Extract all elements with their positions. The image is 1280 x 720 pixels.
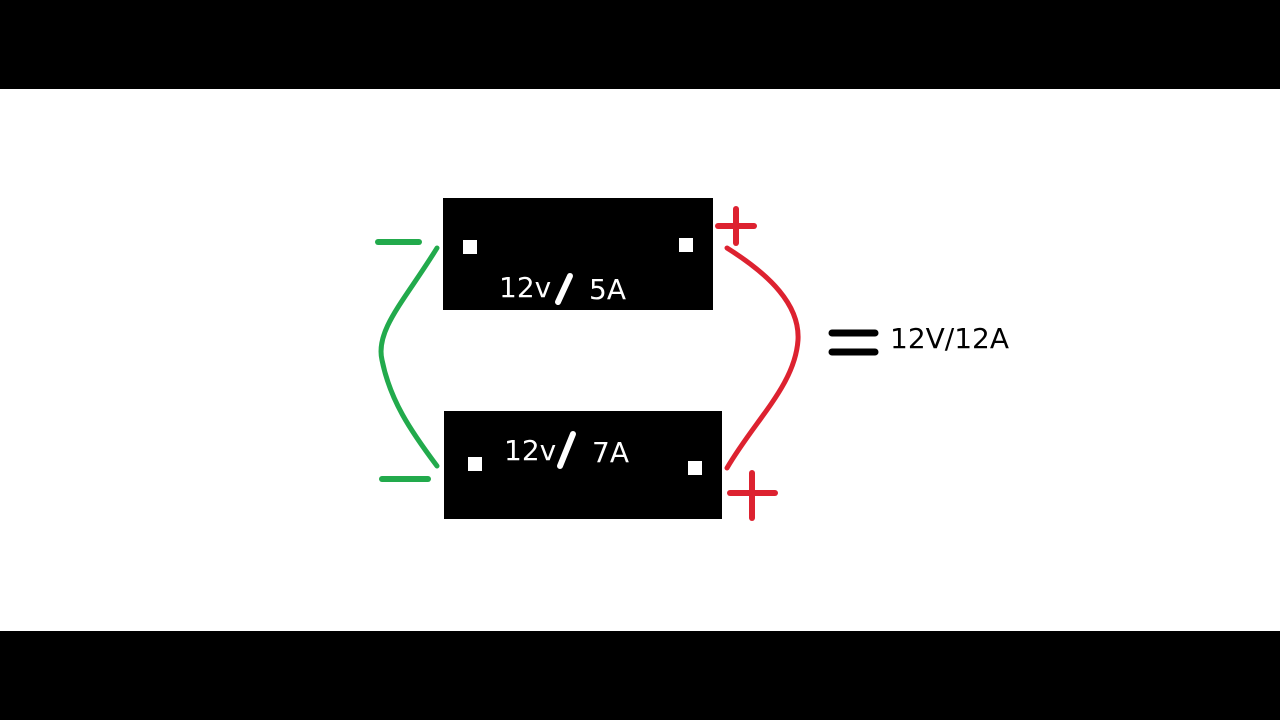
battery-current-label: 7A: [592, 436, 629, 469]
diagram-canvas: [0, 89, 1280, 631]
battery-current-label: 5A: [589, 273, 626, 306]
equals-sign-icon: [828, 329, 879, 356]
negative-terminal: [463, 240, 477, 254]
separator-slash: [557, 431, 576, 469]
positive-wire: [724, 245, 801, 471]
battery-voltage-label: 12v: [504, 434, 557, 467]
positive-terminal: [688, 461, 702, 475]
positive-terminal: [679, 238, 693, 252]
letterbox-bottom: [0, 631, 1280, 720]
separator-slash: [555, 273, 573, 305]
battery-top: 12v 5A: [443, 198, 713, 310]
negative-wire: [378, 245, 440, 469]
negative-terminal: [468, 457, 482, 471]
result-label: 12V/12A: [890, 322, 1009, 355]
battery-voltage-label: 12v: [499, 271, 552, 304]
letterbox-top: [0, 0, 1280, 89]
positive-sign-icon: [727, 470, 778, 521]
battery-bottom: 12v 7A: [444, 411, 722, 519]
positive-sign-icon: [715, 206, 757, 246]
